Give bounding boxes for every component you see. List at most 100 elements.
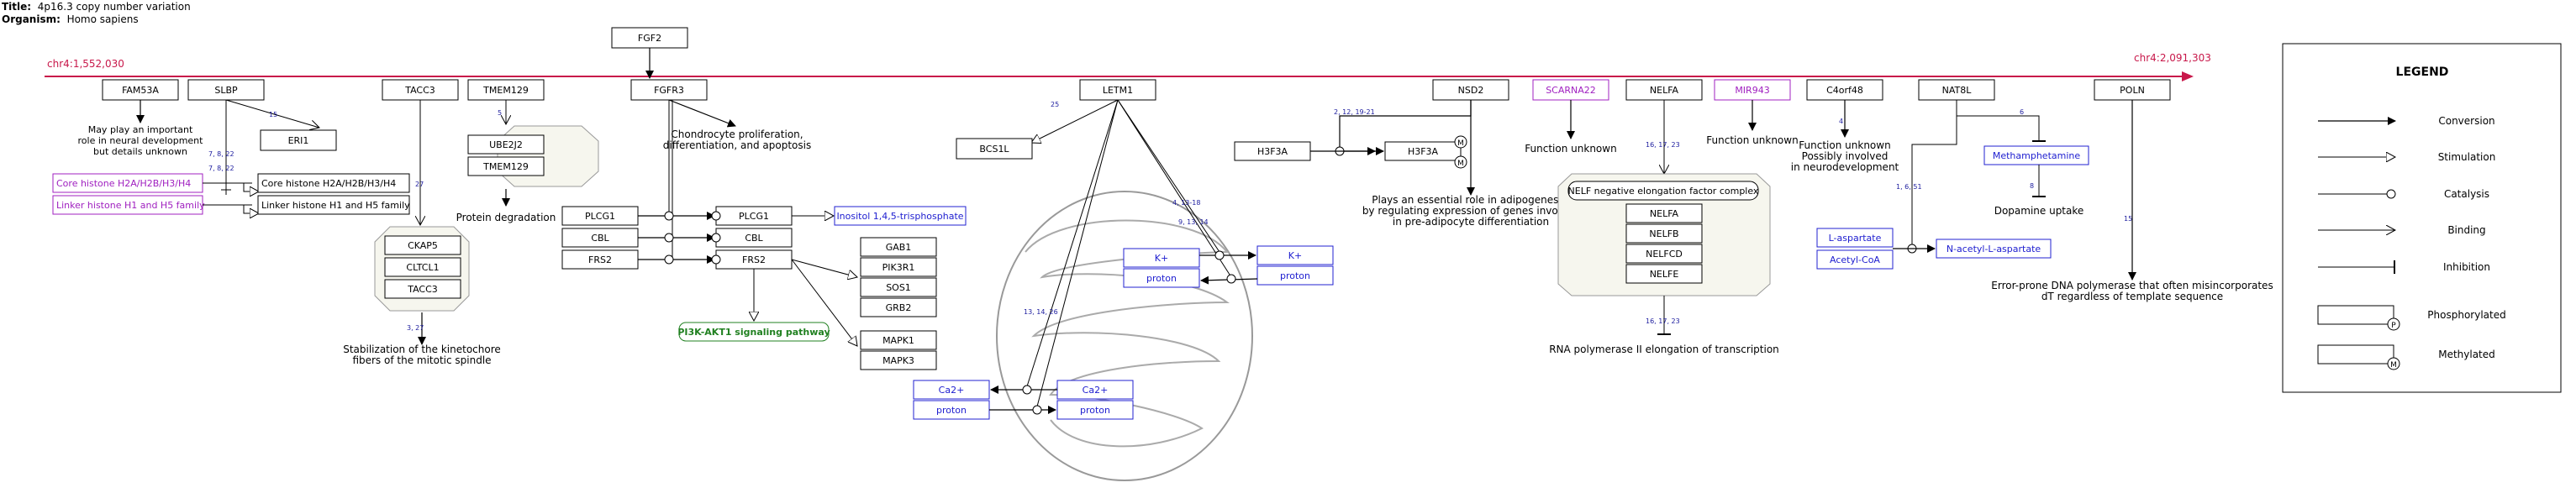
gene-cltcl1[interactable]: CLTCL1 (384, 257, 461, 277)
gene-nsd2[interactable]: NSD2 (1432, 79, 1509, 101)
svg-text:PLCG1: PLCG1 (739, 211, 769, 222)
fgfr3-outcome-arrow (668, 99, 736, 128)
ref-9-13-14: 9, 13, 14 (1178, 218, 1209, 226)
metabolite-acetyl-coa[interactable]: Acetyl-CoA (1816, 249, 1894, 270)
core-histone-black[interactable]: Core histone H2A/H2B/H3/H4 (257, 173, 410, 193)
svg-text:TMEM129: TMEM129 (482, 85, 529, 96)
gene-mapk3[interactable]: MAPK3 (860, 350, 937, 370)
gene-plcg1-a[interactable]: PLCG1 (561, 206, 639, 226)
metabolite-proton-k-left[interactable]: proton (1123, 268, 1200, 288)
gene-tacc3-complex[interactable]: TACC3 (384, 279, 461, 299)
page-title: 4p16.3 copy number variation (37, 1, 191, 13)
gene-fam53a[interactable]: FAM53A (102, 79, 179, 101)
metabolite-n-acetyl-l-aspartate[interactable]: N-acetyl-L-aspartate (1936, 239, 2052, 259)
metabolite-methamphetamine[interactable]: Methamphetamine (1983, 145, 2089, 165)
gene-letm1[interactable]: LETM1 (1079, 79, 1156, 101)
frs2-mapk-stim (791, 259, 857, 346)
svg-text:NELFE: NELFE (1650, 269, 1679, 280)
svg-text:Core histone H2A/H2B/H3/H4: Core histone H2A/H2B/H3/H4 (56, 178, 191, 189)
gene-c4orf48[interactable]: C4orf48 (1806, 79, 1883, 101)
gene-sos1[interactable]: SOS1 (860, 277, 937, 297)
letm1-k-line-b (1117, 99, 1232, 278)
catalysis-circle (664, 233, 674, 243)
gene-cbl-a[interactable]: CBL (561, 228, 639, 248)
metabolite-proton-ca-left[interactable]: proton (913, 400, 990, 420)
linker-histone-purple[interactable]: Linker histone H1 and H5 family (52, 195, 205, 215)
gene-slbp[interactable]: SLBP (187, 79, 265, 101)
page-header: Title: 4p16.3 copy number variation Orga… (2, 1, 191, 26)
gene-tmem129[interactable]: TMEM129 (467, 79, 545, 101)
gene-h3f3a-a[interactable]: H3F3A (1234, 141, 1311, 161)
metabolite-proton-ca-right[interactable]: proton (1056, 400, 1134, 420)
nat8l-inhibition-meth (1956, 100, 2046, 142)
gene-fgf2[interactable]: FGF2 (611, 27, 688, 49)
svg-text:UBE2J2: UBE2J2 (489, 139, 523, 150)
ref-15-b: 15 (2124, 215, 2132, 223)
letm1-ca-line-b (1036, 99, 1119, 407)
gene-mapk1[interactable]: MAPK1 (860, 330, 937, 350)
svg-text:M: M (1457, 160, 1464, 168)
svg-text:Acetyl-CoA: Acetyl-CoA (1830, 254, 1880, 265)
gene-nelfcd[interactable]: NELFCD (1625, 244, 1703, 264)
gene-tacc3[interactable]: TACC3 (382, 79, 459, 101)
nelf-complex-label[interactable]: NELF negative elongation factor complex (1567, 181, 1759, 201)
ref-5: 5 (498, 109, 502, 117)
gene-mir943[interactable]: MIR943 (1714, 79, 1791, 101)
gene-gab1[interactable]: GAB1 (860, 237, 937, 257)
gene-cbl-b[interactable]: CBL (715, 228, 793, 248)
svg-text:fibers of the mitotic spindle: fibers of the mitotic spindle (352, 354, 491, 366)
svg-text:PIK3R1: PIK3R1 (882, 262, 915, 273)
gene-nelfe[interactable]: NELFE (1625, 264, 1703, 284)
svg-text:Possibly involved: Possibly involved (1802, 150, 1889, 162)
gene-nelfa-complex[interactable]: NELFA (1625, 203, 1703, 223)
catalysis-circle (1032, 405, 1042, 415)
metabolite-ca-left[interactable]: Ca2+ (913, 380, 990, 400)
gene-frs2-a[interactable]: FRS2 (561, 249, 639, 270)
gene-fgfr3[interactable]: FGFR3 (630, 79, 708, 101)
legend-phosphorylated: Phosphorylated (2427, 309, 2505, 321)
metabolite-k-right[interactable]: K+ (1256, 245, 1334, 265)
nat8l-catalysis-line (1911, 100, 1957, 249)
gene-eri1[interactable]: ERI1 (260, 129, 337, 151)
svg-text:NELF negative elongation facto: NELF negative elongation factor complex (1568, 186, 1759, 197)
linker-histone-black[interactable]: Linker histone H1 and H5 family (257, 195, 410, 215)
svg-text:H3F3A: H3F3A (1257, 146, 1288, 157)
gene-pik3r1[interactable]: PIK3R1 (860, 257, 937, 277)
gene-frs2-b[interactable]: FRS2 (715, 249, 793, 270)
phospho-p-marker (711, 233, 721, 243)
ref-2-12-19-21: 2, 12, 19-21 (1334, 108, 1375, 116)
catalysis-circle (1226, 274, 1236, 284)
gene-ube2j2[interactable]: UBE2J2 (467, 134, 545, 155)
gene-ckap5[interactable]: CKAP5 (384, 235, 461, 255)
phospho-p-marker (711, 254, 721, 265)
core-histone-purple[interactable]: Core histone H2A/H2B/H3/H4 (52, 173, 203, 193)
metabolite-ca-right[interactable]: Ca2+ (1056, 380, 1134, 400)
svg-text:Plays an essential role in adi: Plays an essential role in adipogenesis, (1372, 194, 1569, 206)
metabolite-proton-k-right[interactable]: proton (1256, 265, 1334, 286)
pathway-pi3k-akt[interactable]: PI3K-AKT1 signaling pathway (677, 322, 830, 342)
svg-text:NELFA: NELFA (1650, 208, 1679, 219)
svg-text:K+: K+ (1155, 253, 1168, 264)
gene-scarna22[interactable]: SCARNA22 (1532, 79, 1609, 101)
gene-nat8l[interactable]: NAT8L (1918, 79, 1995, 101)
svg-text:proton: proton (936, 405, 967, 416)
gene-nelfa[interactable]: NELFA (1625, 79, 1703, 101)
metabolite-ip3[interactable]: Inositol 1,4,5-trisphosphate (834, 206, 967, 226)
gene-h3f3a-b[interactable]: H3F3A (1384, 141, 1462, 161)
gene-nelfb[interactable]: NELFB (1625, 223, 1703, 244)
gene-plcg1-b[interactable]: PLCG1 (715, 206, 793, 226)
legend-catalysis: Catalysis (2444, 188, 2489, 200)
metabolite-l-aspartate[interactable]: L-aspartate (1816, 228, 1894, 248)
gene-bcs1l[interactable]: BCS1L (956, 138, 1033, 160)
svg-text:FRS2: FRS2 (588, 254, 612, 265)
svg-text:SCARNA22: SCARNA22 (1546, 85, 1596, 96)
gene-grb2[interactable]: GRB2 (860, 297, 937, 317)
fam53a-note: May play an important role in neural dev… (78, 124, 204, 157)
ref-25: 25 (1051, 101, 1059, 108)
organism-value: Homo sapiens (66, 13, 139, 25)
svg-text:Chondrocyte proliferation,: Chondrocyte proliferation, (671, 128, 803, 140)
gene-poln[interactable]: POLN (2094, 79, 2171, 101)
gene-tmem129-complex[interactable]: TMEM129 (467, 156, 545, 176)
metabolite-k-left[interactable]: K+ (1123, 248, 1200, 268)
